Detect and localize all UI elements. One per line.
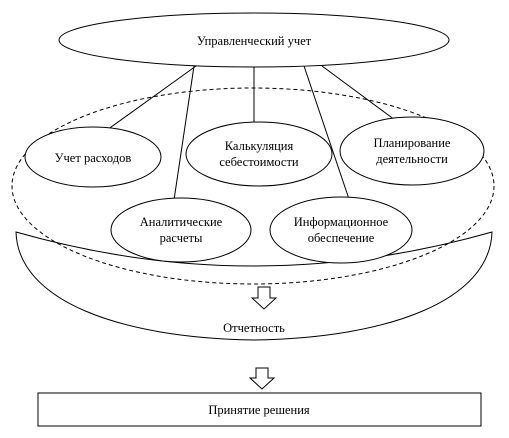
- connector-line: [303, 65, 351, 203]
- activity-planning-label-line-1: Планирование: [374, 136, 451, 150]
- costing-label-line-1: Калькуляция: [225, 139, 294, 153]
- information-support-label-line-1: Информационное: [294, 215, 389, 229]
- cost-accounting-label: Учет расходов: [55, 151, 132, 165]
- decision-label: Принятие решения: [208, 403, 310, 417]
- information-support-node: [269, 196, 413, 264]
- activity-planning-node: [339, 116, 485, 186]
- costing-label-line-2: себестоимости: [219, 155, 299, 169]
- analytical-calculations-label-line-2: расчеты: [160, 231, 203, 245]
- management-accounting-node: [58, 12, 450, 68]
- information-support-label-line-2: обеспечение: [308, 231, 375, 245]
- analytical-calculations-node: [110, 197, 252, 263]
- connector-line: [321, 65, 396, 121]
- costing-node: [185, 121, 333, 187]
- decision-box: [37, 392, 482, 427]
- cost-accounting-node: [24, 126, 162, 188]
- connector-line: [173, 65, 195, 201]
- activity-planning-label-line-2: деятельности: [376, 152, 448, 166]
- down-arrow-icon: [250, 286, 278, 310]
- reporting-label: Отчетность: [223, 321, 285, 335]
- functions-group-boundary: [11, 87, 495, 285]
- connector-line: [99, 65, 197, 136]
- down-arrow-icon: [248, 367, 276, 390]
- analytical-calculations-label-line-1: Аналитические: [140, 215, 223, 229]
- management-accounting-label: Управленческий учет: [197, 34, 312, 48]
